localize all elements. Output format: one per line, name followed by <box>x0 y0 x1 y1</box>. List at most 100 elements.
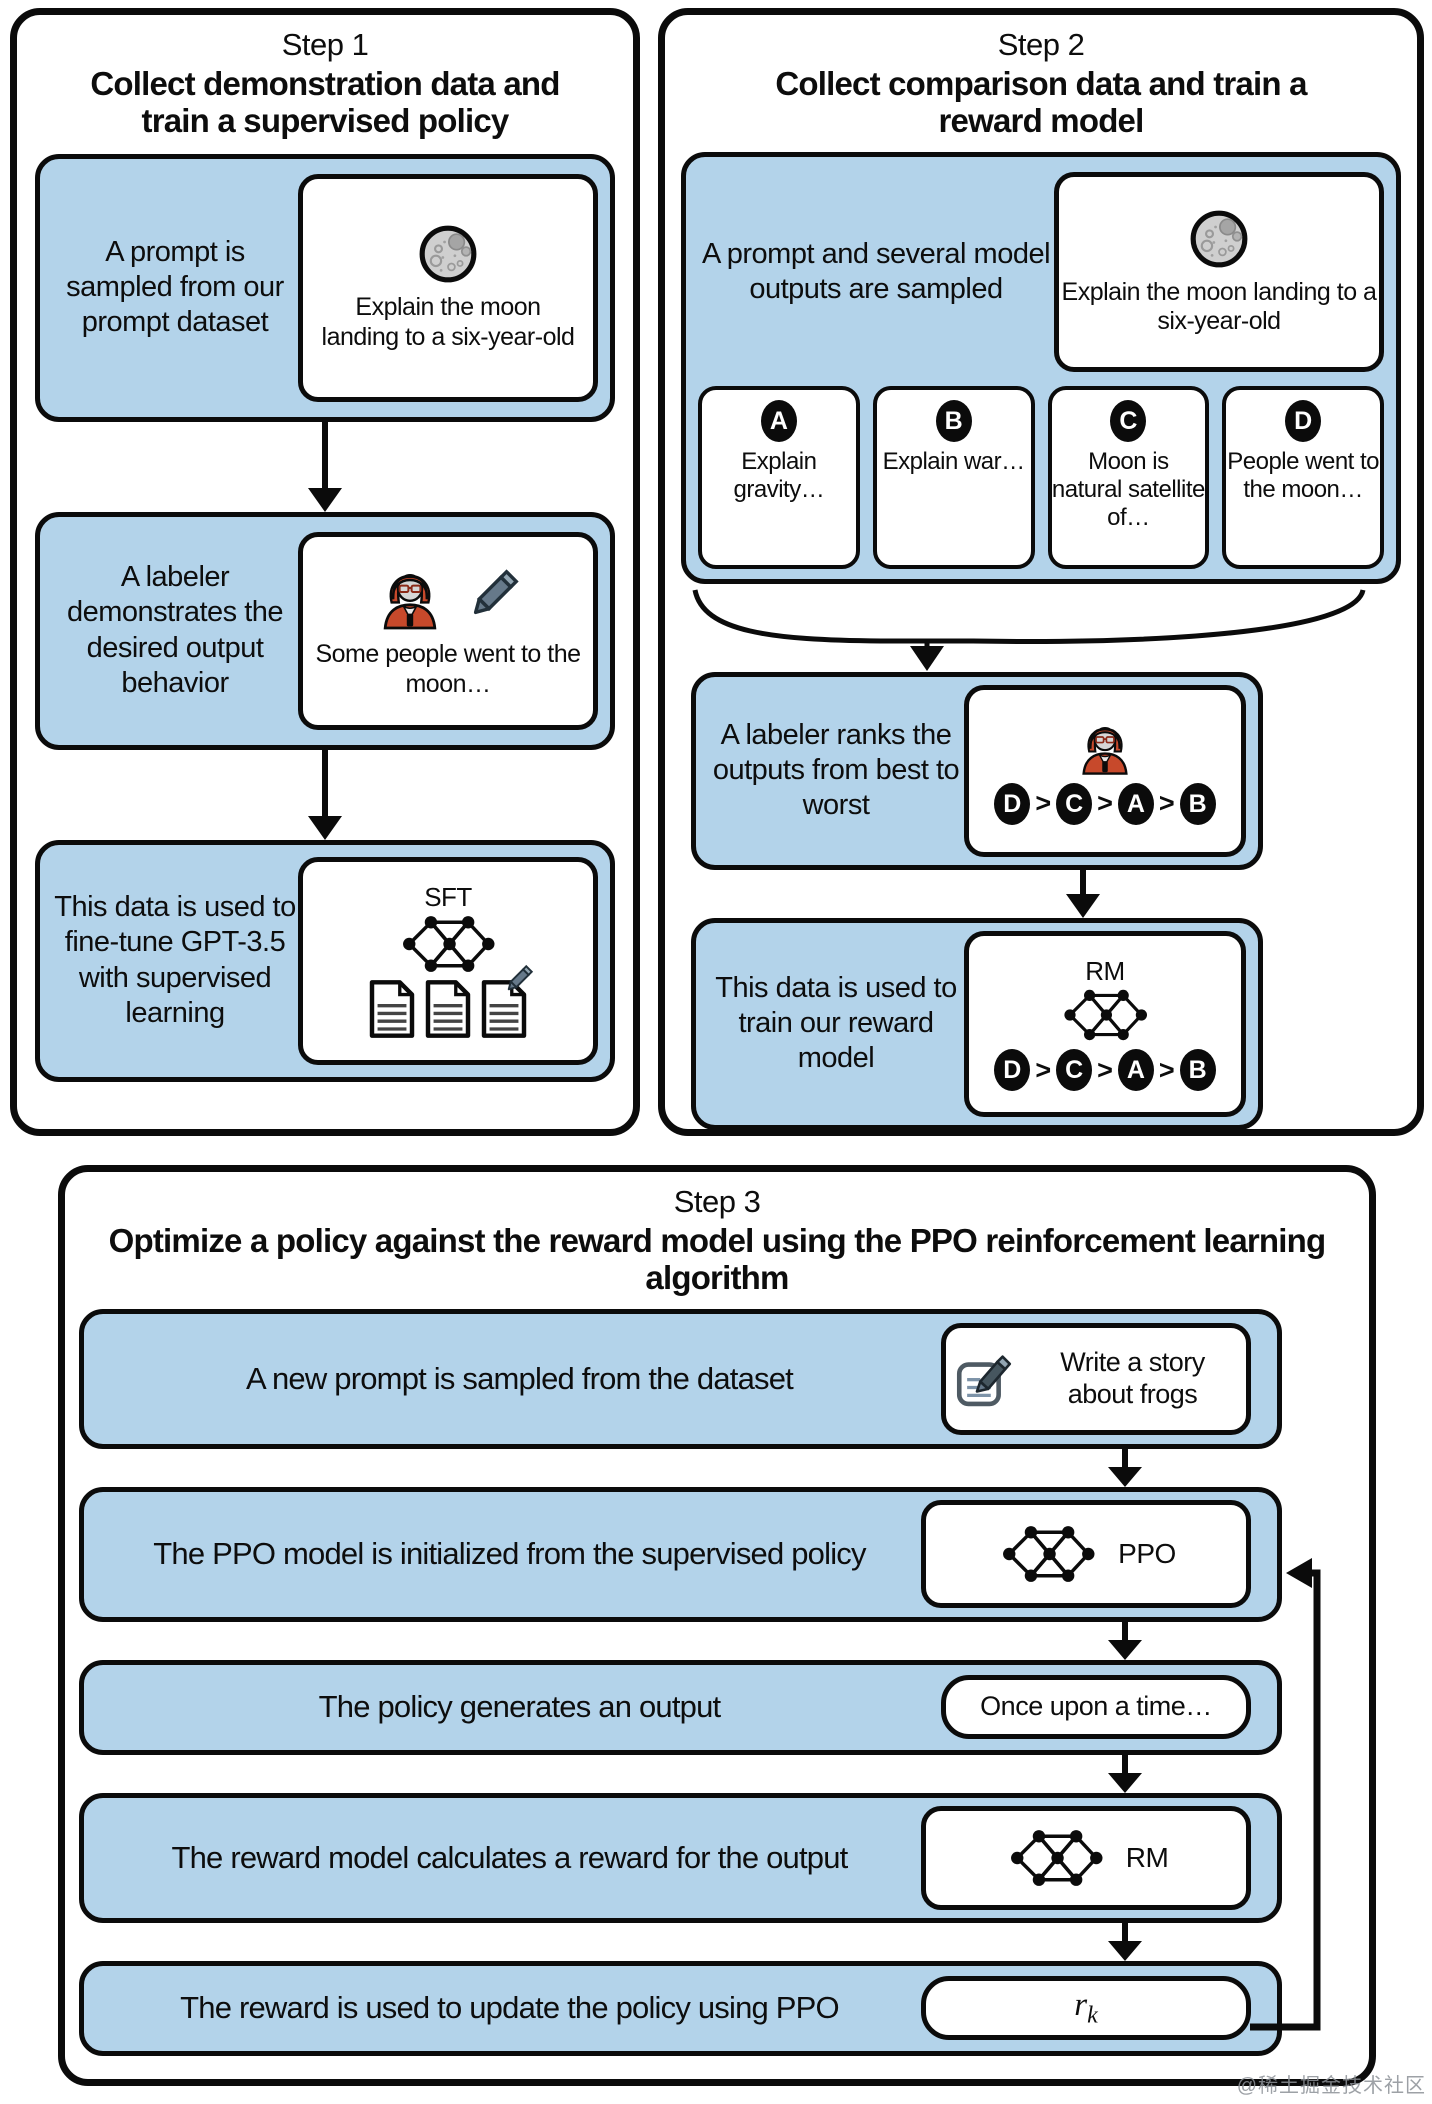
output-badge-d: D <box>1285 399 1322 442</box>
step3-prompt-card: Write a story about frogs <box>941 1322 1251 1435</box>
model-outputs-row: A Explain gravity… B Explain war… C Moon… <box>698 385 1384 569</box>
step3-row2-text: The PPO model is initialized from the su… <box>153 1536 866 1572</box>
step3-prompt-card-text: Write a story about frogs <box>1060 1346 1205 1409</box>
moon-icon <box>1190 210 1248 267</box>
rank-badge-4: B <box>1179 782 1216 825</box>
step1-box-labeler-text: A labeler demonstrates the desired outpu… <box>66 560 284 699</box>
arrow-down-icon <box>307 749 343 840</box>
rm-label: RM <box>1125 1841 1169 1873</box>
arrow-down-icon <box>1107 1448 1143 1487</box>
step1-box-sft-text: This data is used to fine-tune GPT-3.5 w… <box>54 890 296 1029</box>
arrow-down-icon <box>1107 1754 1143 1793</box>
output-text-d: People went to the moon… <box>1227 447 1380 503</box>
step3-title: Optimize a policy against the reward mod… <box>108 1222 1327 1297</box>
neural-network-icon <box>1003 1526 1095 1582</box>
output-badge-b: B <box>935 399 972 442</box>
step3-row-reward-calc: The reward model calculates a reward for… <box>79 1792 1282 1923</box>
neural-network-icon <box>1010 1829 1103 1886</box>
step1-panel: Step 1 Collect demonstration data and tr… <box>10 8 640 1136</box>
step2-panel: Step 2 Collect comparison data and train… <box>658 8 1424 1136</box>
step3-row-ppo-init: The PPO model is initialized from the su… <box>79 1486 1282 1622</box>
step3-rm-card: RM <box>921 1805 1251 1910</box>
step1-box-labeler: A labeler demonstrates the desired outpu… <box>35 511 615 750</box>
step3-row5-text: The reward is used to update the policy … <box>180 1990 840 2026</box>
document-icon <box>425 980 471 1038</box>
ppo-label: PPO <box>1118 1538 1176 1570</box>
step2-ranking-card: D > C > A > B <box>964 684 1246 857</box>
step2-prompt-card: Explain the moon landing to a six-year-o… <box>1054 172 1384 373</box>
step1-label: Step 1 <box>281 27 369 62</box>
rank-badge-3: A <box>1117 1049 1154 1092</box>
arrow-down-icon <box>307 421 343 512</box>
step1-box-prompt-text: A prompt is sampled from our prompt data… <box>66 235 284 339</box>
step2-box-rm: This data is used to train our reward mo… <box>691 917 1263 1129</box>
step3-reward-card: rk <box>921 1976 1251 2041</box>
output-card-d: D People went to the moon… <box>1222 385 1384 569</box>
rank-badge-3: A <box>1117 782 1154 825</box>
step3-row4-text: The reward model calculates a reward for… <box>171 1839 848 1875</box>
rank-badge-4: B <box>1179 1049 1216 1092</box>
arrow-down-icon <box>1107 1621 1143 1660</box>
step1-title: Collect demonstration data and train a s… <box>90 65 560 140</box>
arrow-down-icon <box>1065 869 1101 918</box>
output-text-a: Explain gravity… <box>733 447 825 503</box>
ranking-sequence: D > C > A > B <box>994 782 1216 825</box>
step1-demo-card: Some people went to the moon… <box>298 531 598 730</box>
brace-arrow-icon <box>692 588 1366 671</box>
moon-icon <box>419 225 477 283</box>
step3-row1-text: A new prompt is sampled from the dataset <box>246 1360 794 1396</box>
rank-badge-1: D <box>994 1049 1031 1092</box>
labeler-writing-row <box>374 562 522 630</box>
step2-box-outputs: A prompt and several model outputs are s… <box>681 151 1401 584</box>
output-text-c: Moon is natural satellite of… <box>1051 447 1205 532</box>
step1-box-sft: This data is used to fine-tune GPT-3.5 w… <box>35 839 615 1082</box>
rm-label: RM <box>1085 956 1125 987</box>
pencil-icon <box>473 569 519 615</box>
documents-row <box>367 964 534 1039</box>
greater-than-icon: > <box>1158 788 1175 819</box>
step1-sft-card: SFT <box>298 856 598 1065</box>
arrow-down-icon <box>1107 1922 1143 1961</box>
document-icon <box>369 980 415 1038</box>
pencil-icon <box>507 964 534 991</box>
neural-network-icon <box>1064 989 1147 1041</box>
output-card-c: C Moon is natural satellite of… <box>1047 385 1210 569</box>
rank-badge-2: C <box>1056 1049 1093 1092</box>
step1-demo-card-text: Some people went to the moon… <box>315 640 581 698</box>
labeler-icon <box>1082 726 1128 775</box>
output-card-b: B Explain war… <box>872 385 1035 569</box>
greater-than-icon: > <box>1097 1054 1113 1085</box>
step2-rm-card: RM D > C > <box>964 930 1246 1117</box>
step2-title: Collect comparison data and train a rewa… <box>775 65 1307 140</box>
step3-panel: Step 3 Optimize a policy against the rew… <box>58 1165 1376 2086</box>
neural-network-icon <box>403 916 495 972</box>
step3-row-new-prompt: A new prompt is sampled from the dataset… <box>79 1308 1282 1449</box>
output-badge-c: C <box>1110 399 1147 442</box>
output-text-b: Explain war… <box>882 447 1026 475</box>
step2-box-outputs-text: A prompt and several model outputs are s… <box>701 237 1051 306</box>
step1-prompt-card-text: Explain the moon landing to a six-year-o… <box>321 293 575 351</box>
greater-than-icon: > <box>1035 1054 1052 1085</box>
ranking-sequence: D > C > A > B <box>994 1049 1216 1092</box>
step3-ppo-card: PPO <box>921 1500 1251 1609</box>
notepad-pencil-icon <box>956 1354 1012 1406</box>
greater-than-icon: > <box>1158 1054 1175 1085</box>
greater-than-icon: > <box>1097 788 1113 819</box>
rank-badge-1: D <box>994 782 1031 825</box>
labeler-icon <box>383 574 437 630</box>
step1-box-prompt: A prompt is sampled from our prompt data… <box>35 153 615 422</box>
step3-row-output: The policy generates an output Once upon… <box>79 1659 1282 1755</box>
step1-prompt-card: Explain the moon landing to a six-year-o… <box>298 173 598 402</box>
step2-box-ranking-text: A labeler ranks the outputs from best to… <box>712 718 960 822</box>
step2-prompt-card-text: Explain the moon landing to a six-year-o… <box>1061 277 1377 336</box>
sft-label: SFT <box>424 882 472 913</box>
step3-label: Step 3 <box>673 1184 761 1219</box>
step3-output-card: Once upon a time… <box>941 1675 1251 1740</box>
step3-output-card-text: Once upon a time… <box>980 1691 1212 1722</box>
step2-box-rm-text: This data is used to train our reward mo… <box>715 971 957 1075</box>
greater-than-icon: > <box>1035 788 1052 819</box>
reward-symbol: rk <box>1074 1986 1098 2029</box>
watermark: @稀土掘金技术社区 <box>1236 2075 1426 2097</box>
output-badge-a: A <box>760 399 797 442</box>
step3-row3-text: The policy generates an output <box>318 1689 721 1725</box>
